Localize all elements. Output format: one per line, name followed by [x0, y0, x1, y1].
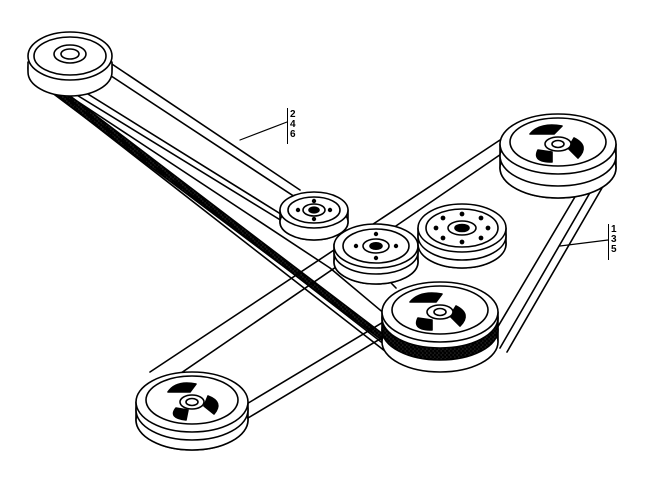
callout-right-label-3: 5 — [611, 244, 617, 255]
callout-right-label-2: 3 — [611, 234, 617, 245]
callout-top-label-3: 6 — [290, 129, 296, 140]
pulley-upper-left — [27, 31, 113, 97]
callout-top: 2 4 6 — [290, 110, 296, 140]
callout-right-label-1: 1 — [611, 224, 617, 235]
idler-pulley-center — [333, 223, 419, 285]
leader-line-right — [559, 239, 609, 247]
idler-pulley-right — [417, 203, 507, 269]
callout-top-label-2: 4 — [290, 119, 296, 130]
pulley-lower-right — [381, 281, 499, 373]
callout-top-label-1: 2 — [290, 109, 296, 120]
leader-line-top — [239, 121, 288, 141]
belt-lower-right — [149, 139, 603, 419]
callout-right-bar — [608, 224, 609, 260]
callout-right: 1 3 5 — [611, 225, 617, 255]
pulley-upper-right — [499, 113, 617, 199]
idler-pulley-small — [279, 191, 349, 241]
pulley-lower-left — [135, 371, 249, 451]
callout-top-bar — [287, 108, 288, 144]
